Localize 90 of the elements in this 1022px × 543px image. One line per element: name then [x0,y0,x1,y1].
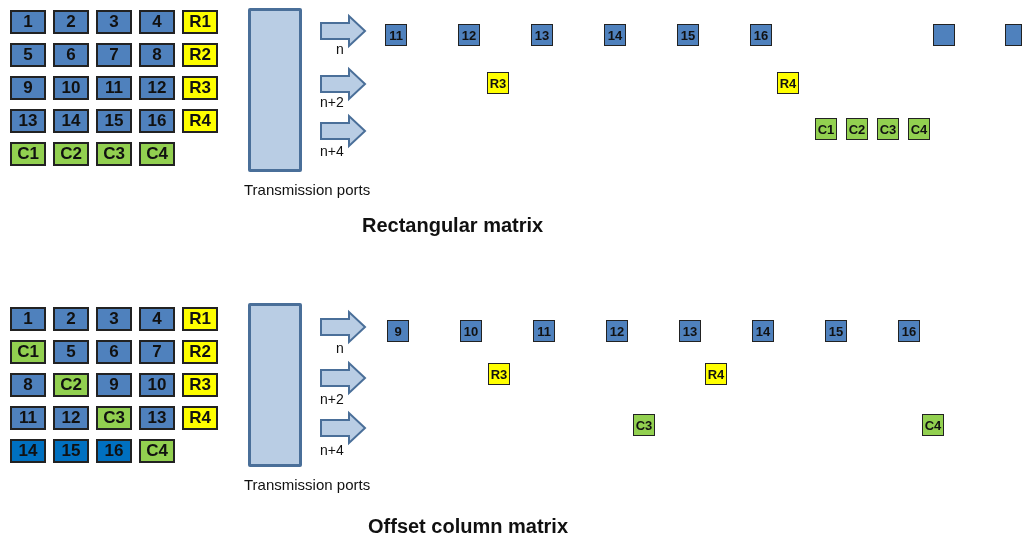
data-block: 13 [10,109,46,133]
data-block: 14 [604,24,626,46]
data-block: 2 [53,10,89,34]
data-block: 10 [139,373,175,397]
data-block [1005,24,1022,46]
column-parity-block: C2 [53,373,89,397]
data-block: 12 [53,406,89,430]
data-block: 11 [96,76,132,100]
edge-label: n+4 [320,143,344,159]
data-block: 4 [139,10,175,34]
column-parity-block: C3 [96,406,132,430]
port-caption: Transmission ports [244,476,371,493]
row-parity-block: R2 [182,43,218,67]
row-parity-block: R4 [777,72,799,94]
data-block: 3 [96,307,132,331]
data-block: 3 [96,10,132,34]
row-parity-block: R4 [182,109,218,133]
column-parity-block: C1 [815,118,837,140]
port-caption: Transmission ports [244,181,371,198]
column-parity-block: C4 [922,414,944,436]
data-block: 7 [139,340,175,364]
row-parity-block: R1 [182,307,218,331]
block-arrow [320,360,367,396]
data-block: 16 [898,320,920,342]
column-parity-block: C1 [10,340,46,364]
column-parity-block: C4 [908,118,930,140]
column-parity-block: C3 [633,414,655,436]
edge-label: n [336,340,344,356]
data-block: 15 [53,439,89,463]
block-arrow [320,410,367,446]
data-block: 11 [10,406,46,430]
row-parity-block: R4 [705,363,727,385]
data-block: 16 [139,109,175,133]
data-block [933,24,955,46]
data-block: 12 [458,24,480,46]
data-block: 1 [10,10,46,34]
block-arrow [320,309,367,345]
data-block: 16 [750,24,772,46]
data-block: 15 [677,24,699,46]
row-parity-block: R3 [487,72,509,94]
block-arrow [320,13,367,49]
edge-label: n+2 [320,94,344,110]
column-parity-block: C2 [846,118,868,140]
block-arrow [320,66,367,102]
data-block: 8 [139,43,175,67]
data-block: 15 [96,109,132,133]
row-parity-block: R2 [182,340,218,364]
row-parity-block: R4 [182,406,218,430]
data-block: 14 [752,320,774,342]
row-parity-block: R1 [182,10,218,34]
edge-label: n [336,41,344,57]
data-block: 5 [10,43,46,67]
data-block: 4 [139,307,175,331]
data-block: 9 [387,320,409,342]
data-block: 10 [53,76,89,100]
data-block: 9 [10,76,46,100]
row-parity-block: R3 [488,363,510,385]
edge-label: n+4 [320,442,344,458]
data-block: 5 [53,340,89,364]
data-block: 9 [96,373,132,397]
data-block: 6 [96,340,132,364]
block-arrow [320,113,367,149]
data-block: 12 [606,320,628,342]
data-block: 6 [53,43,89,67]
column-parity-block: C1 [10,142,46,166]
data-block: 13 [679,320,701,342]
column-parity-block: C4 [139,142,175,166]
data-block: 11 [533,320,555,342]
column-parity-block: C3 [877,118,899,140]
data-block: 13 [531,24,553,46]
data-block: 16 [96,439,132,463]
data-block: 11 [385,24,407,46]
edge-label: n+2 [320,391,344,407]
data-block: 1 [10,307,46,331]
data-block: 7 [96,43,132,67]
data-block: 12 [139,76,175,100]
row-parity-block: R3 [182,76,218,100]
column-parity-block: C2 [53,142,89,166]
data-block: 15 [825,320,847,342]
data-block: 2 [53,307,89,331]
column-parity-block: C4 [139,439,175,463]
data-block: 13 [139,406,175,430]
data-block: 10 [460,320,482,342]
data-block: 14 [53,109,89,133]
data-block: 8 [10,373,46,397]
matrix-title: Offset column matrix [368,515,569,538]
column-parity-block: C3 [96,142,132,166]
row-parity-block: R3 [182,373,218,397]
matrix-title: Rectangular matrix [362,214,544,237]
data-block: 14 [10,439,46,463]
